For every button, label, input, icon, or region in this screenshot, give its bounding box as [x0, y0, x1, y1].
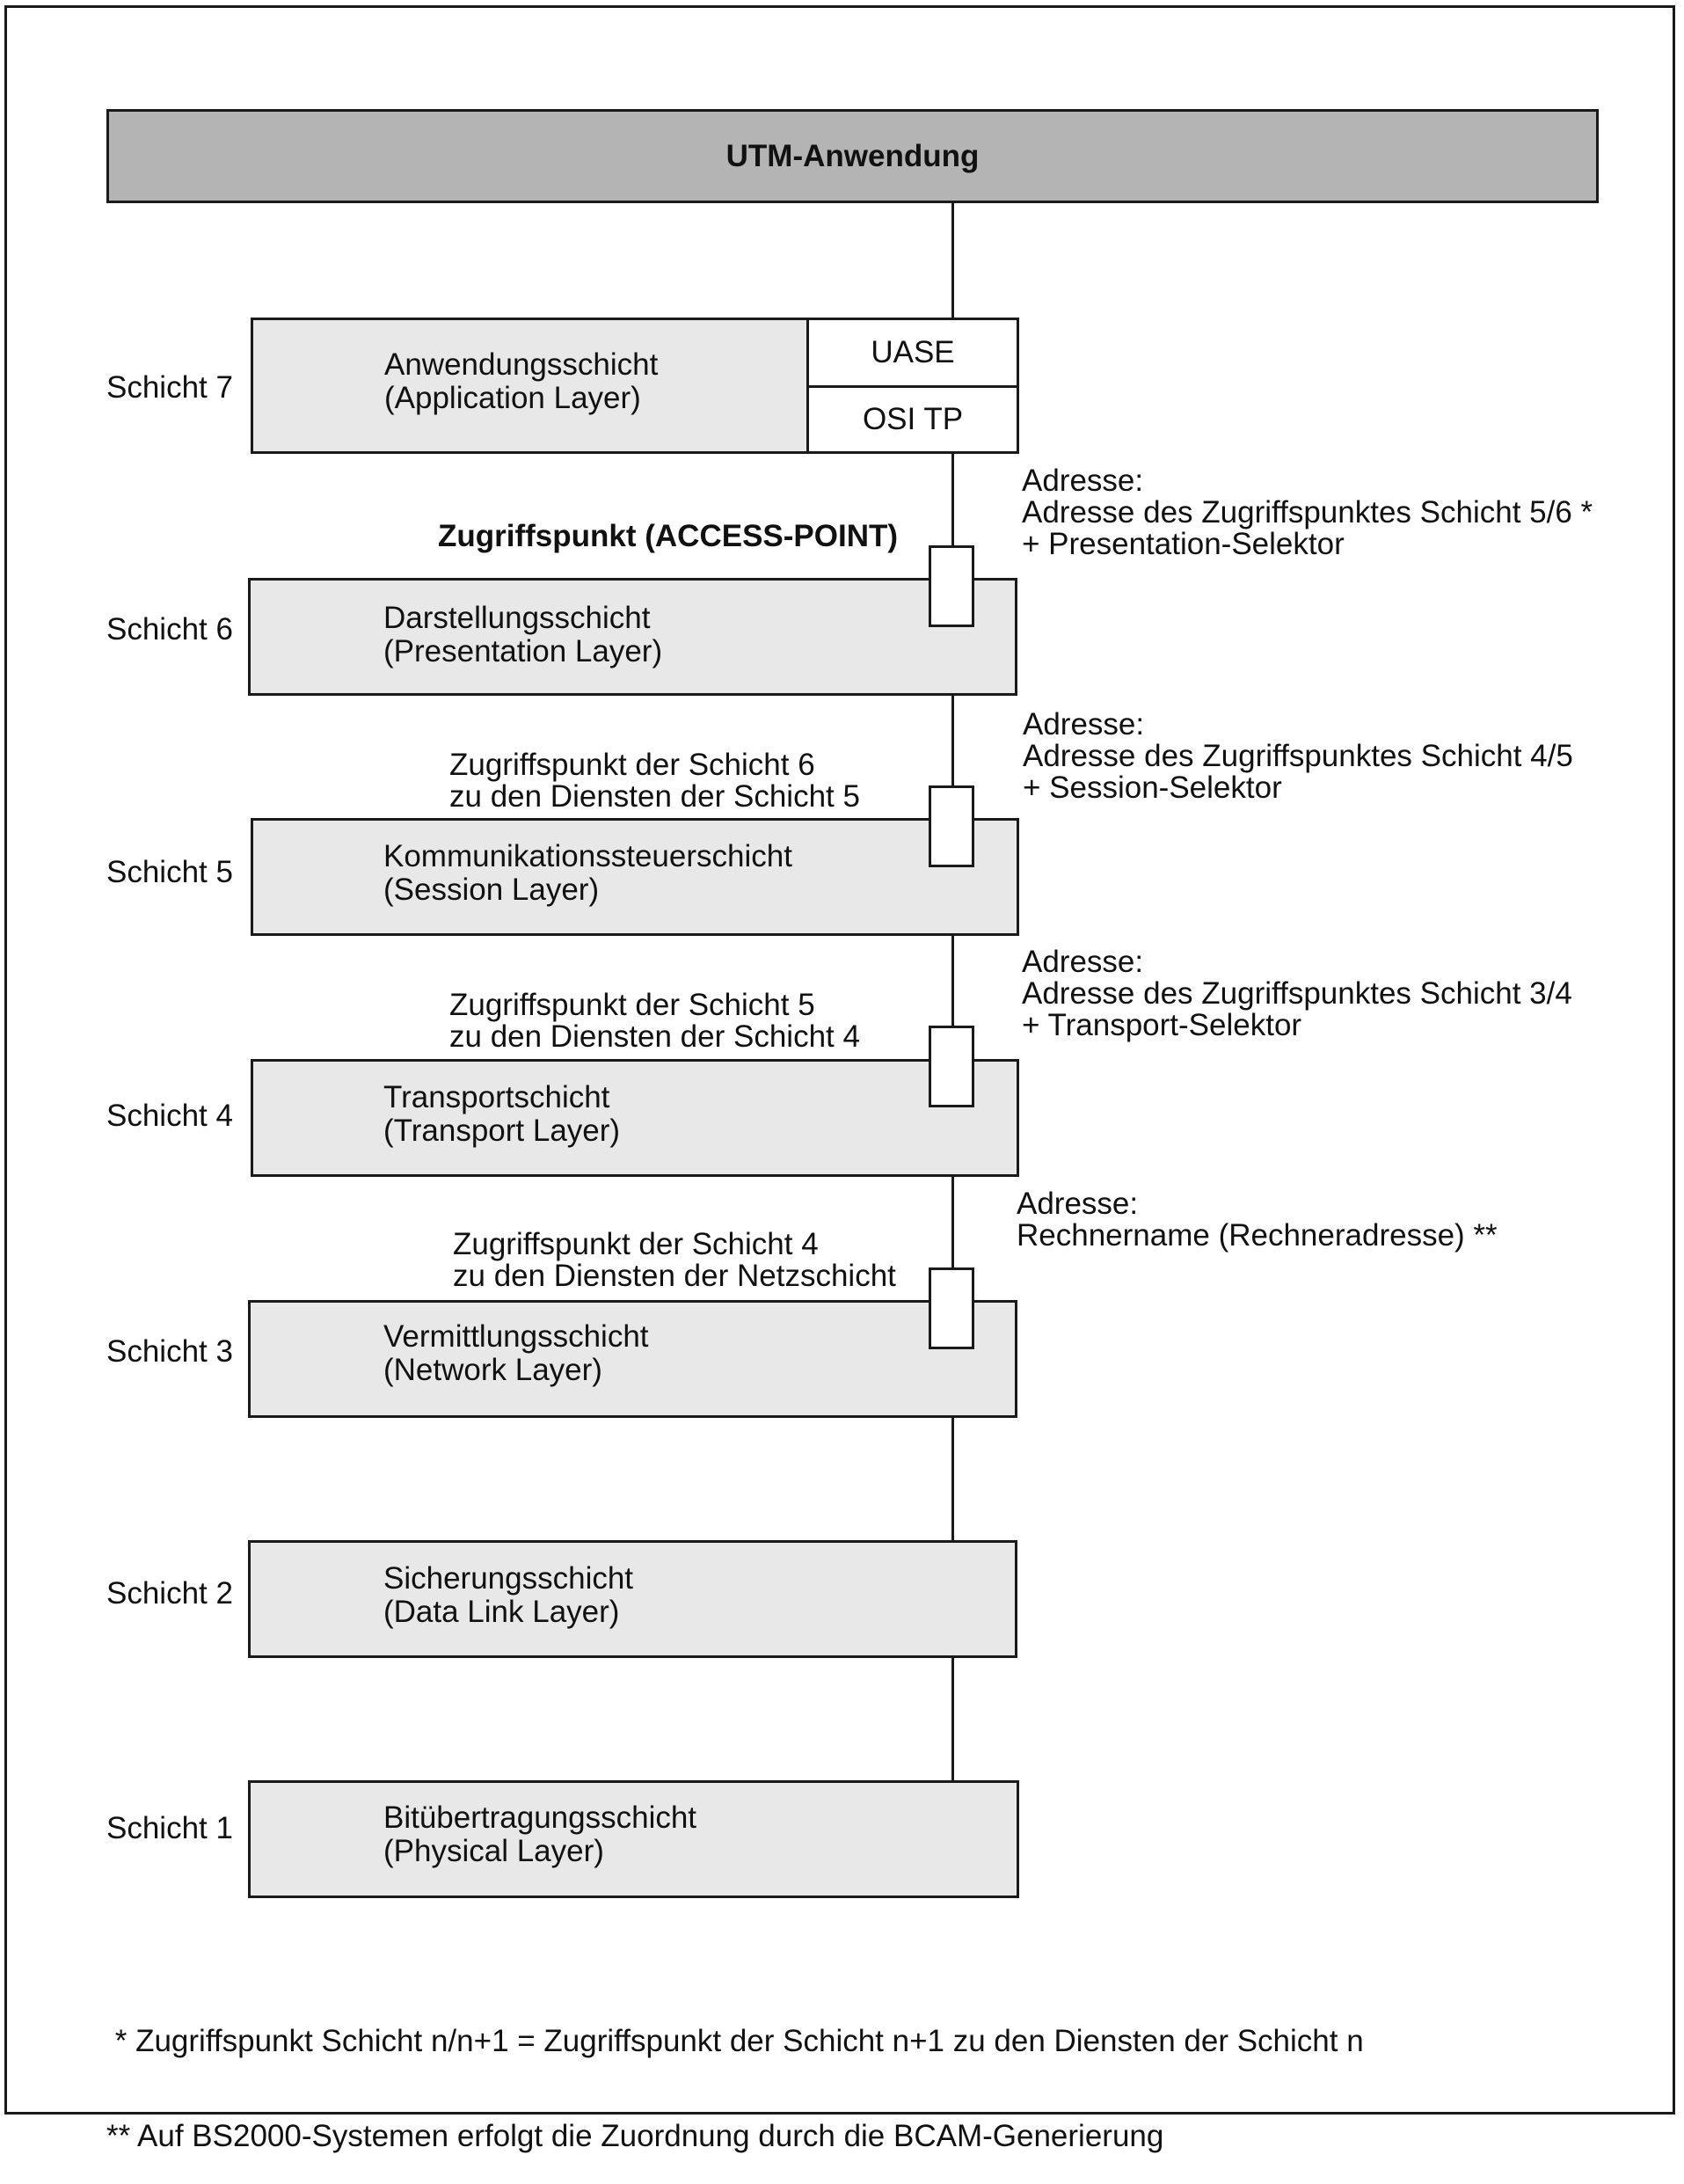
- layer-7-title: Anwendungsschicht: [384, 347, 659, 382]
- layer-7-subtitle: (Application Layer): [384, 381, 641, 415]
- layer-5-title: Kommunikationssteuerschicht: [383, 839, 792, 873]
- footnote-1: * Zugriffspunkt Schicht n/n+1 = Zugriffs…: [106, 2024, 1364, 2058]
- access-point-3-text: Zugriffspunkt der Schicht 4 zu den Diens…: [453, 1229, 896, 1292]
- access-point-3-marker: [929, 1267, 974, 1349]
- layer-4-label: Schicht 4: [106, 1099, 233, 1133]
- layer-1-name: Bitübertragungsschicht (Physical Layer): [383, 1801, 696, 1868]
- access-point-3-line2: zu den Diensten der Netzschicht: [453, 1259, 896, 1293]
- layer-3-name: Vermittlungsschicht (Network Layer): [383, 1320, 649, 1387]
- layer-3-box: [248, 1300, 1017, 1418]
- access-point-6-line1: Zugriffspunkt (ACCESS-POINT): [438, 519, 899, 553]
- layer-3-subtitle: (Network Layer): [383, 1353, 602, 1387]
- layer-7-label: Schicht 7: [106, 370, 233, 405]
- layer-2-label: Schicht 2: [106, 1576, 233, 1611]
- connector-5-4: [951, 935, 954, 1027]
- connector-2-1: [951, 1656, 954, 1782]
- access-point-4-text: Zugriffspunkt der Schicht 5 zu den Diens…: [449, 990, 860, 1053]
- access-point-5-line1: Zugriffspunkt der Schicht 6: [449, 748, 815, 782]
- connector-3-2: [951, 1416, 954, 1542]
- address-6-line3: + Presentation-Selektor: [1022, 527, 1345, 561]
- address-5-line2: Adresse des Zugriffspunktes Schicht 4/5: [1023, 739, 1573, 773]
- address-6-text: Adresse: Adresse des Zugriffspunktes Sch…: [1022, 465, 1593, 560]
- layer-4-title: Transportschicht: [383, 1080, 610, 1114]
- address-5-text: Adresse: Adresse des Zugriffspunktes Sch…: [1023, 709, 1573, 804]
- access-point-4-line2: zu den Diensten der Schicht 4: [449, 1019, 860, 1054]
- layer-2-title: Sicherungsschicht: [383, 1561, 634, 1596]
- address-4-line1: Adresse:: [1022, 945, 1144, 979]
- layer-6-title: Darstellungsschicht: [383, 601, 651, 635]
- layer-1-box: [248, 1780, 1019, 1898]
- access-point-6-marker: [929, 545, 974, 627]
- address-3-line1: Adresse:: [1017, 1187, 1139, 1221]
- access-point-3-line1: Zugriffspunkt der Schicht 4: [453, 1227, 819, 1261]
- access-point-4-marker: [929, 1026, 974, 1107]
- utm-application-title: UTM-Anwendung: [725, 138, 980, 173]
- layer-1-title: Bitübertragungsschicht: [383, 1801, 697, 1835]
- utm-application-box: UTM-Anwendung: [106, 109, 1599, 203]
- connector-top: [951, 203, 954, 318]
- layer-5-label: Schicht 5: [106, 855, 233, 889]
- access-point-5-line2: zu den Diensten der Schicht 5: [449, 779, 860, 814]
- connector-6-5: [951, 695, 954, 787]
- address-5-line3: + Session-Selektor: [1023, 771, 1282, 805]
- address-6-line2: Adresse des Zugriffspunktes Schicht 5/6 …: [1022, 495, 1593, 530]
- layer-5-box: [251, 818, 1019, 936]
- access-point-4-line1: Zugriffspunkt der Schicht 5: [449, 988, 815, 1022]
- address-6-line1: Adresse:: [1022, 464, 1144, 498]
- layer-7-box: UASE OSI TP: [251, 318, 1019, 454]
- osi-tp-label: OSI TP: [862, 402, 964, 436]
- layer-1-label: Schicht 1: [106, 1811, 233, 1845]
- address-4-text: Adresse: Adresse des Zugriffspunktes Sch…: [1022, 946, 1572, 1041]
- layer-6-box: [248, 578, 1017, 696]
- layer-4-subtitle: (Transport Layer): [383, 1114, 621, 1148]
- access-point-5-marker: [929, 785, 974, 867]
- layer-6-name: Darstellungsschicht (Presentation Layer): [383, 602, 662, 668]
- layer-6-subtitle: (Presentation Layer): [383, 634, 663, 668]
- layer-4-name: Transportschicht (Transport Layer): [383, 1081, 620, 1148]
- address-4-line3: + Transport-Selektor: [1022, 1008, 1302, 1042]
- layer-5-subtitle: (Session Layer): [383, 873, 600, 907]
- address-3-text: Adresse: Rechnername (Rechneradresse) **: [1017, 1188, 1498, 1252]
- layer-6-label: Schicht 6: [106, 612, 233, 646]
- osi-tp-box: OSI TP: [806, 388, 1017, 451]
- layer-7-name: Anwendungsschicht (Application Layer): [384, 348, 658, 415]
- uase-label: UASE: [871, 335, 955, 369]
- layer-2-subtitle: (Data Link Layer): [383, 1595, 620, 1629]
- layer-2-box: [248, 1540, 1017, 1658]
- address-4-line2: Adresse des Zugriffspunktes Schicht 3/4: [1022, 976, 1572, 1011]
- connector-7-6: [951, 454, 954, 545]
- layer-3-label: Schicht 3: [106, 1334, 233, 1369]
- footnotes: * Zugriffspunkt Schicht n/n+1 = Zugriffs…: [106, 1962, 1364, 2184]
- address-5-line1: Adresse:: [1023, 707, 1145, 741]
- address-3-line2: Rechnername (Rechneradresse) **: [1017, 1218, 1498, 1253]
- layer-4-box: [251, 1059, 1019, 1177]
- footnote-2: ** Auf BS2000-Systemen erfolgt die Zuord…: [106, 2119, 1164, 2153]
- layer-2-name: Sicherungsschicht (Data Link Layer): [383, 1562, 633, 1629]
- uase-box: UASE: [806, 320, 1017, 388]
- access-point-6-text: Zugriffspunkt (ACCESS-POINT): [438, 521, 898, 552]
- layer-1-subtitle: (Physical Layer): [383, 1834, 604, 1868]
- connector-4-3: [951, 1175, 954, 1269]
- access-point-5-text: Zugriffspunkt der Schicht 6 zu den Diens…: [449, 749, 860, 813]
- diagram-frame: [4, 5, 1675, 2115]
- layer-3-title: Vermittlungsschicht: [383, 1319, 649, 1354]
- layer-5-name: Kommunikationssteuerschicht (Session Lay…: [383, 840, 792, 907]
